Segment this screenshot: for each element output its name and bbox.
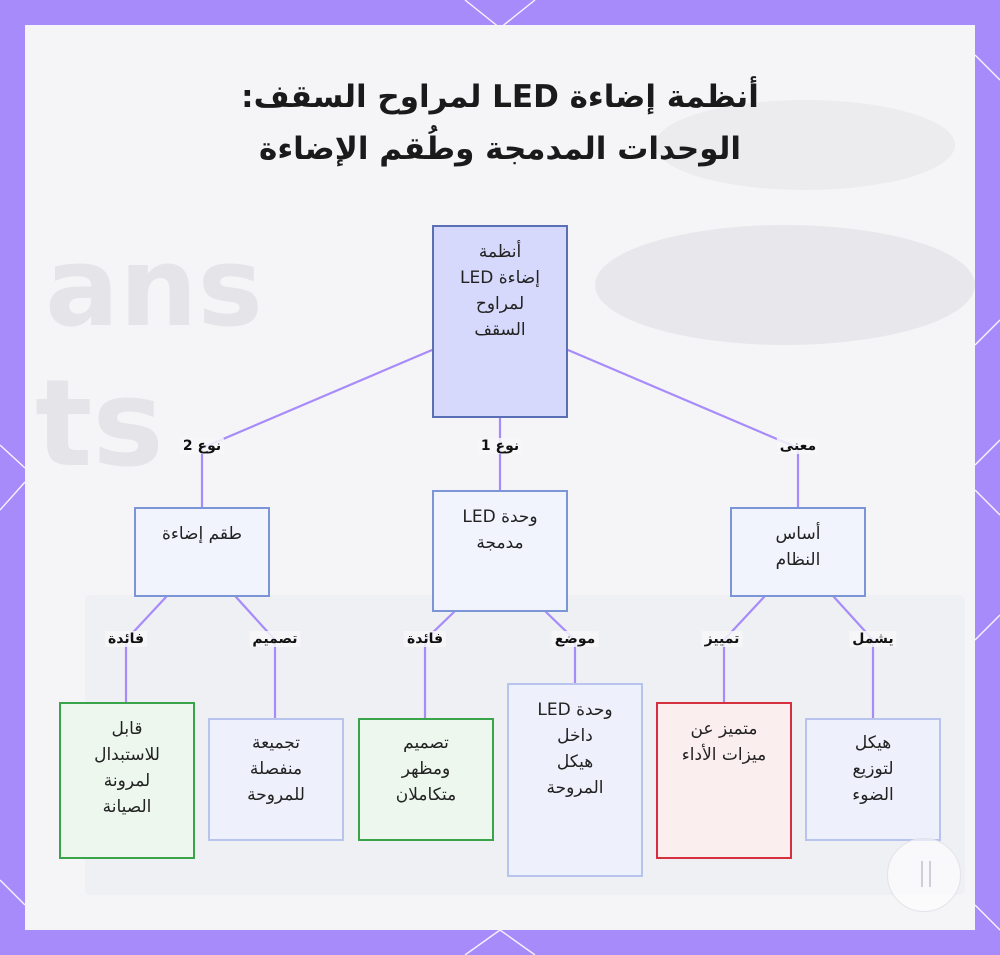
- node-distinct-from-performance: متميز عن ميزات الأداء: [656, 702, 792, 859]
- node-inside-line: داخل: [557, 726, 593, 746]
- node-replaceable-line: قابل: [111, 719, 143, 739]
- edge-label-distinction: تمييز: [701, 631, 743, 647]
- edge-label-meaning: معنى: [776, 438, 820, 454]
- node-design-line: متكاملان: [395, 785, 457, 805]
- node-design-line: تصميم: [403, 733, 449, 753]
- node-root-led-systems: أنظمة إضاءة LED لمراوح السقف: [432, 225, 568, 418]
- diagram-title-line-2: الوحدات المدمجة وطُقم الإضاءة: [259, 131, 741, 167]
- edge-label-includes: يشمل: [849, 631, 897, 647]
- node-integrated-design: تصميم ومظهر متكاملان: [358, 718, 494, 841]
- edge-label-benefit-kit: فائدة: [104, 631, 148, 647]
- edge-integrated-inside: [544, 610, 577, 685]
- node-frame-line: هيكل: [854, 733, 892, 753]
- node-replaceable-line: لمرونة: [103, 771, 151, 791]
- node-separate-assembly: تجميعة منفصلة للمروحة: [208, 718, 344, 841]
- node-basis-line: النظام: [775, 550, 821, 570]
- svg-text:ts: ts: [35, 355, 164, 494]
- edge-label-type1: نوع 1: [477, 438, 523, 454]
- node-separate-line: للمروحة: [247, 785, 305, 805]
- svg-text:ans: ans: [45, 223, 263, 351]
- node-root-line: إضاءة LED: [460, 268, 540, 288]
- edge-basis-frame: [832, 595, 875, 720]
- edge-integrated-design: [423, 610, 456, 720]
- node-design-line: ومظهر: [401, 759, 451, 779]
- edge-root-basis: [566, 348, 800, 509]
- node-inside-line: وحدة LED: [537, 700, 613, 720]
- node-distinct-line: ميزات الأداء: [681, 745, 767, 765]
- node-basis-line: أساس: [775, 524, 821, 544]
- node-integrated-line: وحدة LED: [462, 507, 538, 527]
- node-system-basis: أساس النظام: [730, 507, 866, 597]
- edge-root-kit: [200, 348, 434, 509]
- node-replaceable: قابل للاستبدال لمرونة الصيانة: [59, 702, 195, 859]
- edge-kit-separate: [234, 595, 277, 720]
- node-light-kit: طقم إضاءة: [134, 507, 270, 597]
- edge-basis-distinct: [722, 595, 766, 704]
- node-replaceable-line: للاستبدال: [94, 745, 160, 765]
- watermark-seal-icon: [887, 838, 961, 912]
- node-frame-line: لتوزيع: [852, 759, 894, 779]
- node-root-line: أنظمة: [478, 242, 522, 262]
- diagram-title-line-1: أنظمة إضاءة LED لمراوح السقف:: [241, 79, 759, 115]
- node-inside-line: المروحة: [546, 778, 604, 798]
- node-frame-line: الضوء: [852, 785, 894, 805]
- node-root-line: السقف: [474, 320, 526, 340]
- node-led-inside-fan-housing: وحدة LED داخل هيكل المروحة: [507, 683, 643, 877]
- node-root-line: لمراوح: [475, 294, 525, 314]
- node-kit-line: طقم إضاءة: [161, 524, 243, 544]
- node-separate-line: تجميعة: [252, 733, 300, 753]
- node-light-distribution-frame: هيكل لتوزيع الضوء: [805, 718, 941, 841]
- node-integrated-line: مدمجة: [476, 533, 524, 553]
- node-distinct-line: متميز عن: [690, 719, 758, 739]
- edge-kit-replaceable: [124, 595, 168, 704]
- edge-label-type2: نوع 2: [179, 438, 225, 454]
- edge-label-design: تصميم: [249, 631, 301, 647]
- node-separate-line: منفصلة: [249, 759, 303, 779]
- edge-label-benefit-integrated: فائدة: [403, 631, 447, 647]
- node-inside-line: هيكل: [556, 752, 594, 772]
- node-replaceable-line: الصيانة: [102, 797, 152, 817]
- edge-label-position: موضع: [551, 631, 599, 647]
- node-integrated-led-unit: وحدة LED مدمجة: [432, 490, 568, 612]
